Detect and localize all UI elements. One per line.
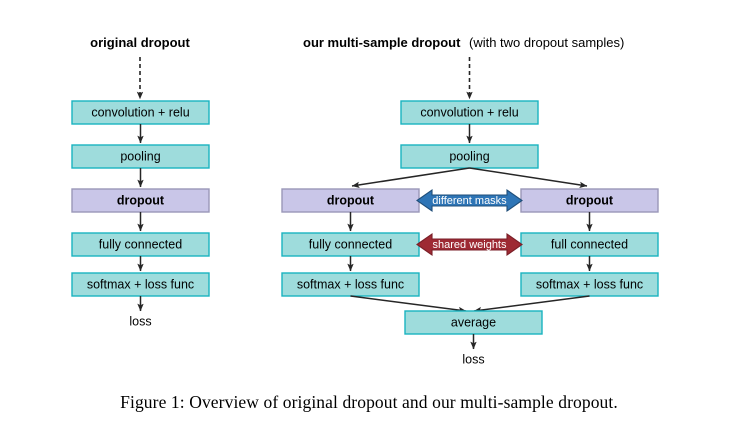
box-label-dropout-branch-right: dropout <box>566 193 614 207</box>
annotation-arrow-different-masks: different masks <box>416 188 523 213</box>
box-label-full-connected-branch-right: full connected <box>551 237 628 251</box>
branch-arrow-left <box>351 167 470 189</box>
left-panel: original dropout convolution + relu pool… <box>71 35 210 328</box>
box-label-convolution-relu-right: convolution + relu <box>420 105 518 119</box>
double-headed-arrow-blue <box>416 188 523 213</box>
left-panel-heading: original dropout <box>90 35 190 50</box>
annotation-label-shared-weights: shared weights <box>433 239 507 251</box>
merge-arrow-left <box>350 295 467 314</box>
annotation-arrow-shared-weights: shared weights <box>416 232 523 257</box>
branch-arrow-right <box>469 167 588 189</box>
box-label-convolution-relu-left: convolution + relu <box>91 105 189 119</box>
box-label-dropout-left: dropout <box>117 193 165 207</box>
box-label-softmax-loss-branch-left: softmax + loss func <box>297 277 404 291</box>
box-label-softmax-loss-left: softmax + loss func <box>87 277 194 291</box>
box-label-fully-connected-left: fully connected <box>99 237 182 251</box>
right-panel-heading-bold: our multi-sample dropout <box>303 35 461 50</box>
figure-caption: Figure 1: Overview of original dropout a… <box>120 392 618 412</box>
box-label-dropout-branch-left: dropout <box>327 193 375 207</box>
merge-arrow-right <box>473 295 590 314</box>
double-headed-arrow-red <box>416 232 523 257</box>
box-label-pooling-right: pooling <box>449 149 489 163</box>
box-label-fully-connected-branch-left: fully connected <box>309 237 392 251</box>
right-panel-heading-normal: (with two dropout samples) <box>469 35 624 50</box>
right-panel: our multi-sample dropout (with two dropo… <box>281 35 659 366</box>
box-label-average: average <box>451 315 496 329</box>
terminal-label-loss-left: loss <box>129 314 151 328</box>
box-label-softmax-loss-branch-right: softmax + loss func <box>536 277 643 291</box>
terminal-label-loss-right: loss <box>462 352 484 366</box>
annotation-label-different-masks: different masks <box>432 195 507 207</box>
box-label-pooling-left: pooling <box>120 149 160 163</box>
